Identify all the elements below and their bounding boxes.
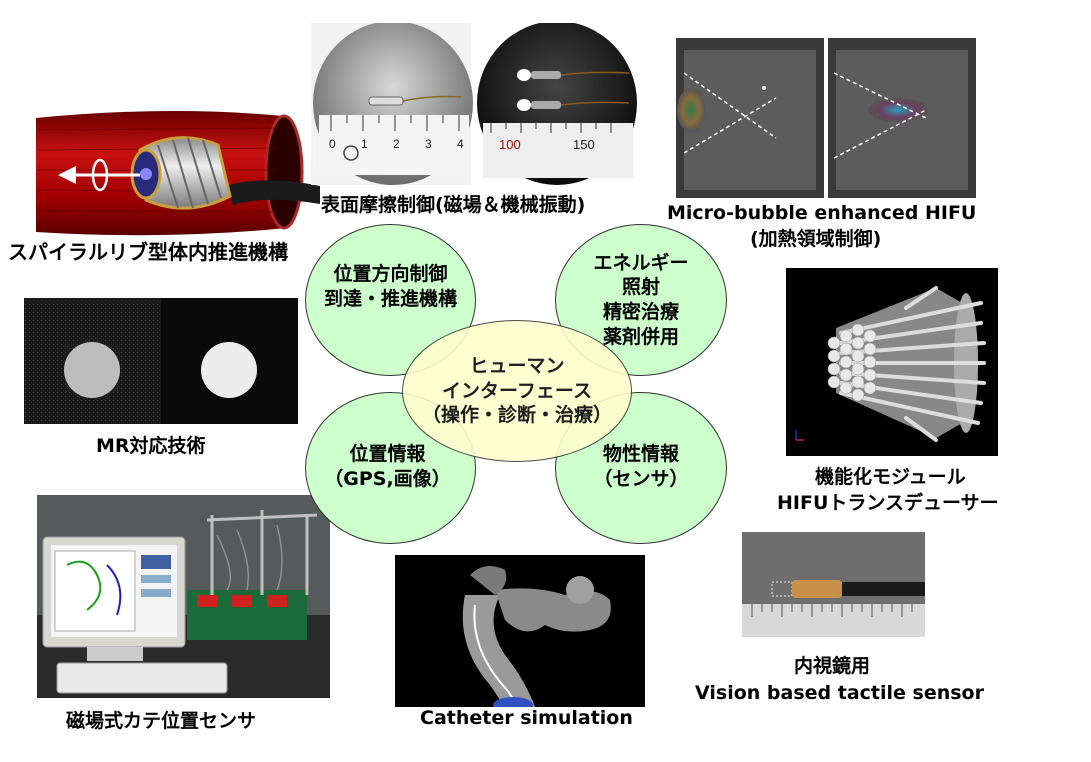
caption-hifu-2: (加熱領域制御) xyxy=(750,228,882,250)
bubble-text: 位置方向制御 xyxy=(333,263,448,286)
caption-magnetic-sensor: 磁場式カテ位置センサ xyxy=(66,710,257,732)
surface-friction-photos: 0 1 2 3 4 100 150 xyxy=(311,23,641,185)
hifu-transducer-image xyxy=(786,268,998,456)
ruler-label: 2 xyxy=(393,137,400,151)
bubble-text: 位置情報 xyxy=(349,443,426,466)
bubble-property-info: 物性情報 （センサ） xyxy=(555,392,727,544)
center-text: （操作・診断・治療） xyxy=(421,404,612,427)
bubble-human-interface: ヒューマン インターフェース （操作・診断・治療） xyxy=(402,320,632,462)
bubble-text: 薬剤併用 xyxy=(602,325,679,348)
caption-catheter-simulation: Catheter simulation xyxy=(420,707,633,729)
ruler-label: 1 xyxy=(361,137,368,151)
bubble-text: 照射 xyxy=(621,276,660,299)
hifu-bubble-images xyxy=(676,38,976,198)
caption-hifu-1: Micro-bubble enhanced HIFU xyxy=(667,202,977,224)
caption-module-1: 機能化モジュール xyxy=(815,466,966,488)
ruler-label: 0 xyxy=(329,137,336,151)
caption-vision-1: 内視鏡用 xyxy=(794,655,871,677)
center-text: ヒューマン xyxy=(469,354,565,377)
ruler-label: 150 xyxy=(573,137,595,152)
caption-module-2: HIFUトランスデューサー xyxy=(777,492,999,514)
bubble-text: （GPS,画像） xyxy=(324,468,451,490)
bubble-text: エネルギー xyxy=(593,251,689,274)
spiral-robot-image xyxy=(28,100,320,245)
caption-vision-2: Vision based tactile sensor xyxy=(695,682,984,704)
center-text: インターフェース xyxy=(442,379,592,402)
caption-spiral-robot: スパイラルリブ型体内推進機構 xyxy=(8,240,288,264)
bubble-text: 物性情報 xyxy=(602,443,679,466)
magnetic-sensor-photo xyxy=(37,495,330,698)
bubble-text: （センサ） xyxy=(593,468,689,490)
caption-surface-friction: 表面摩擦制御(磁場＆機械振動) xyxy=(321,194,586,216)
bubble-text: 精密治療 xyxy=(602,301,679,323)
caption-mr: MR対応技術 xyxy=(96,435,206,457)
ruler-label: 3 xyxy=(425,137,432,151)
ruler-label: 4 xyxy=(457,137,464,151)
bubble-text: 到達・推進機構 xyxy=(323,288,457,310)
catheter-simulation-image xyxy=(395,555,645,707)
tactile-sensor-photo xyxy=(742,532,925,637)
ruler-label: 100 xyxy=(499,137,521,152)
mr-images xyxy=(24,298,298,424)
